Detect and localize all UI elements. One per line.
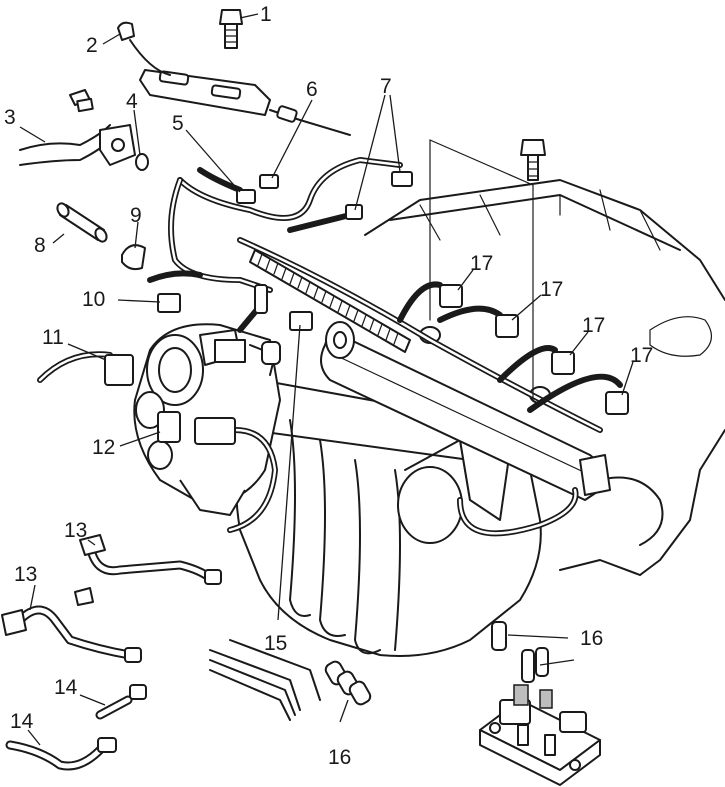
connector-11 <box>104 354 134 386</box>
intake-manifold <box>235 379 542 657</box>
sensor-part-3 <box>19 124 136 166</box>
clip-part-9 <box>121 244 146 271</box>
callout-15: 15 <box>264 632 287 655</box>
connector-17d <box>605 391 629 415</box>
solenoid-valve-block <box>479 684 601 786</box>
connector-7a <box>391 171 413 187</box>
sleeves-part-16 <box>324 621 549 706</box>
callout-5: 5 <box>172 112 184 135</box>
callout-7: 7 <box>380 75 392 98</box>
callout-6: 6 <box>306 78 318 101</box>
callout-16-bottom: 16 <box>328 746 351 769</box>
connector-5 <box>236 189 256 204</box>
engine-block-outline <box>364 179 725 576</box>
connector-10 <box>157 293 181 313</box>
callout-13-lower: 13 <box>14 563 37 586</box>
callout-labels: 1 2 3 4 5 6 7 8 9 10 11 12 13 13 14 14 1… <box>4 3 653 769</box>
connector-17b <box>495 314 519 338</box>
callout-3: 3 <box>4 106 16 129</box>
connector-15 <box>289 311 313 331</box>
callout-13-upper: 13 <box>64 519 87 542</box>
connector-12a <box>157 411 181 443</box>
sensor-pin <box>254 284 268 314</box>
callout-12: 12 <box>92 436 115 459</box>
connector-17a <box>439 284 463 308</box>
callout-16-right: 16 <box>580 627 603 650</box>
vacuum-lines <box>209 639 321 721</box>
callout-17-b: 17 <box>540 278 563 301</box>
bolt-part-1 <box>219 9 243 49</box>
connector-7b <box>345 204 363 220</box>
sensor-bracket-assembly <box>129 39 351 136</box>
plug-part-2 <box>117 21 135 41</box>
connector-12b <box>194 417 236 445</box>
callout-1: 1 <box>260 3 272 26</box>
callout-14-upper: 14 <box>54 676 78 699</box>
callout-10: 10 <box>82 288 105 311</box>
connector-6 <box>259 174 279 189</box>
callout-9: 9 <box>130 204 142 227</box>
throttle-body <box>133 323 281 516</box>
connectors <box>104 171 629 445</box>
fuel-rail <box>320 321 611 501</box>
callout-4: 4 <box>126 90 138 113</box>
long-bolt <box>429 139 546 401</box>
sleeve-part-8 <box>56 202 108 243</box>
wiring-harness <box>37 157 623 537</box>
callout-17-d: 17 <box>630 344 653 367</box>
connector-17c <box>551 351 575 375</box>
callout-2: 2 <box>86 34 98 57</box>
harness-conduit <box>249 249 411 353</box>
callout-8: 8 <box>34 234 46 257</box>
oring-part-4 <box>69 89 149 171</box>
callout-17-a: 17 <box>470 252 493 275</box>
hoses <box>1 534 222 771</box>
callout-17-c: 17 <box>582 314 605 337</box>
callout-14-lower: 14 <box>10 710 34 733</box>
callout-11: 11 <box>42 326 64 349</box>
leader-lines <box>19 13 634 746</box>
